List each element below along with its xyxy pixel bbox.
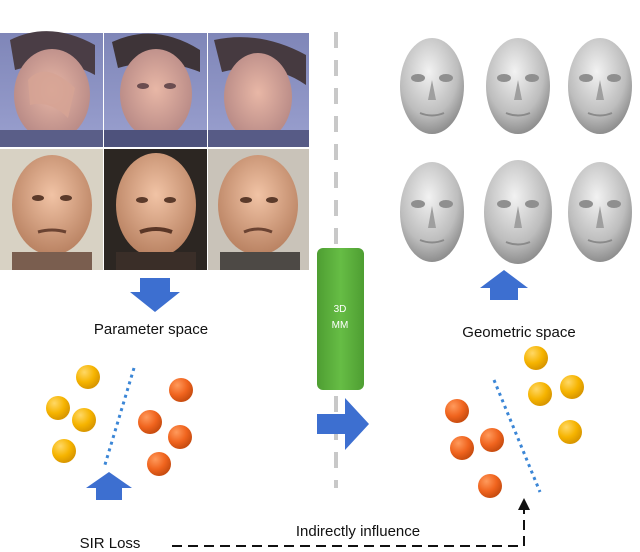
face-mesh (400, 162, 464, 262)
yellow-dot (560, 375, 584, 399)
arrow-right-icon (317, 398, 369, 450)
orange-dot (480, 428, 504, 452)
face-mesh (486, 38, 550, 134)
arrow-down-icon (130, 278, 180, 312)
geometric-space-label: Geometric space (462, 324, 575, 341)
parameter-space-label: Parameter space (94, 321, 208, 338)
yellow-dot (528, 382, 552, 406)
orange-dot (168, 425, 192, 449)
face-mesh (484, 160, 552, 264)
yellow-dot (72, 408, 96, 432)
yellow-dot (52, 439, 76, 463)
orange-dot (147, 452, 171, 476)
orange-dot (445, 399, 469, 423)
face-photos-top-row (0, 31, 309, 147)
indirect-arrowhead-icon (518, 498, 530, 510)
orange-dot (450, 436, 474, 460)
face-meshes (400, 38, 632, 264)
decision-boundary (102, 367, 136, 469)
face-photos-bottom-row (0, 149, 309, 270)
face-mesh (568, 162, 632, 262)
decision-boundary (492, 379, 542, 493)
arrow-up-icon (86, 472, 132, 500)
orange-dot (138, 410, 162, 434)
arrow-up-icon (480, 270, 528, 300)
yellow-dot (524, 346, 548, 370)
face-mesh (400, 38, 464, 134)
3dmm-bar (317, 248, 364, 390)
indirect-influence-line (172, 508, 525, 547)
3dmm-label-line1: 3D (334, 304, 347, 315)
orange-dot (478, 474, 502, 498)
face-mesh (568, 38, 632, 134)
indirect-influence-label: Indirectly influence (296, 523, 420, 540)
3dmm-label-line2: MM (332, 320, 349, 331)
parameter-space-dots (46, 365, 193, 476)
yellow-dot (46, 396, 70, 420)
yellow-dot (76, 365, 100, 389)
geometric-space-dots (445, 346, 584, 498)
sir-loss-label: SIR Loss (80, 535, 141, 552)
orange-dot (169, 378, 193, 402)
yellow-dot (558, 420, 582, 444)
